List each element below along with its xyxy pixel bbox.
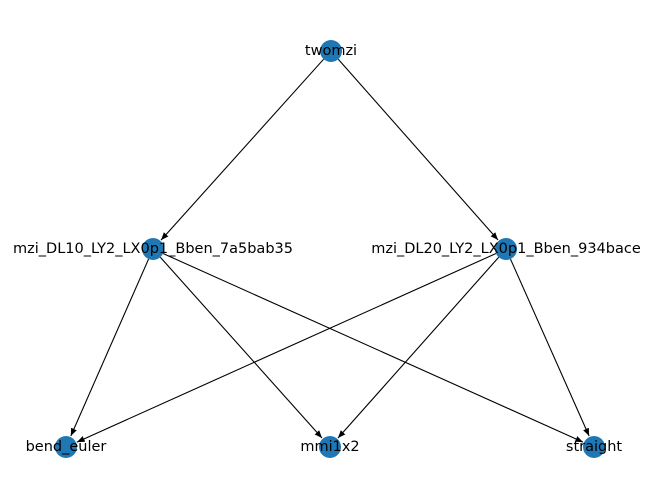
node-label-mzi_b: mzi_DL20_LY2_LX0p1_Bben_934bace	[371, 241, 641, 257]
node-label-straight: straight	[566, 439, 623, 455]
nodes	[55, 40, 605, 458]
node-twomzi	[320, 40, 342, 62]
edge-mzi_a-to-bend_euler	[70, 258, 150, 437]
edge-mzi_b-to-bend_euler	[76, 253, 497, 443]
node-label-twomzi: twomzi	[305, 43, 357, 59]
edge-twomzi-to-mzi_a	[160, 58, 325, 241]
edge-mzi_b-to-straight	[509, 258, 590, 437]
node-label-bend_euler: bend_euler	[26, 439, 107, 455]
node-label-mzi_a: mzi_DL10_LY2_LX0p1_Bben_7a5bab35	[13, 241, 293, 257]
edges	[70, 58, 590, 443]
edge-mzi_a-to-mmi1x2	[159, 256, 323, 439]
edge-mzi_b-to-mmi1x2	[337, 256, 500, 439]
edge-twomzi-to-mzi_b	[337, 58, 499, 241]
node-labels: twomzi mzi_DL10_LY2_LX0p1_Bben_7a5bab35 mz…	[13, 43, 641, 455]
edge-mzi_a-to-straight	[162, 253, 584, 443]
node-label-mmi1x2: mmi1x2	[300, 439, 359, 455]
node-mmi1x2	[319, 436, 341, 458]
node-mzi_b	[495, 238, 517, 260]
node-bend_euler	[55, 436, 77, 458]
node-mzi_a	[142, 238, 164, 260]
node-straight	[583, 436, 605, 458]
